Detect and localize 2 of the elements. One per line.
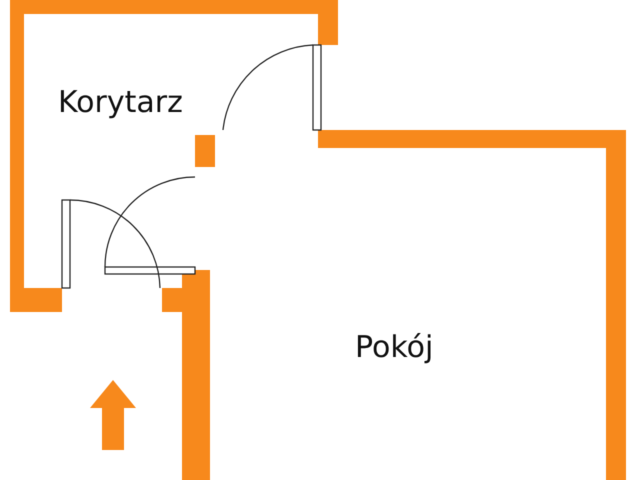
room-label: Korytarz [58,85,183,120]
room-label: Pokój [355,330,434,365]
